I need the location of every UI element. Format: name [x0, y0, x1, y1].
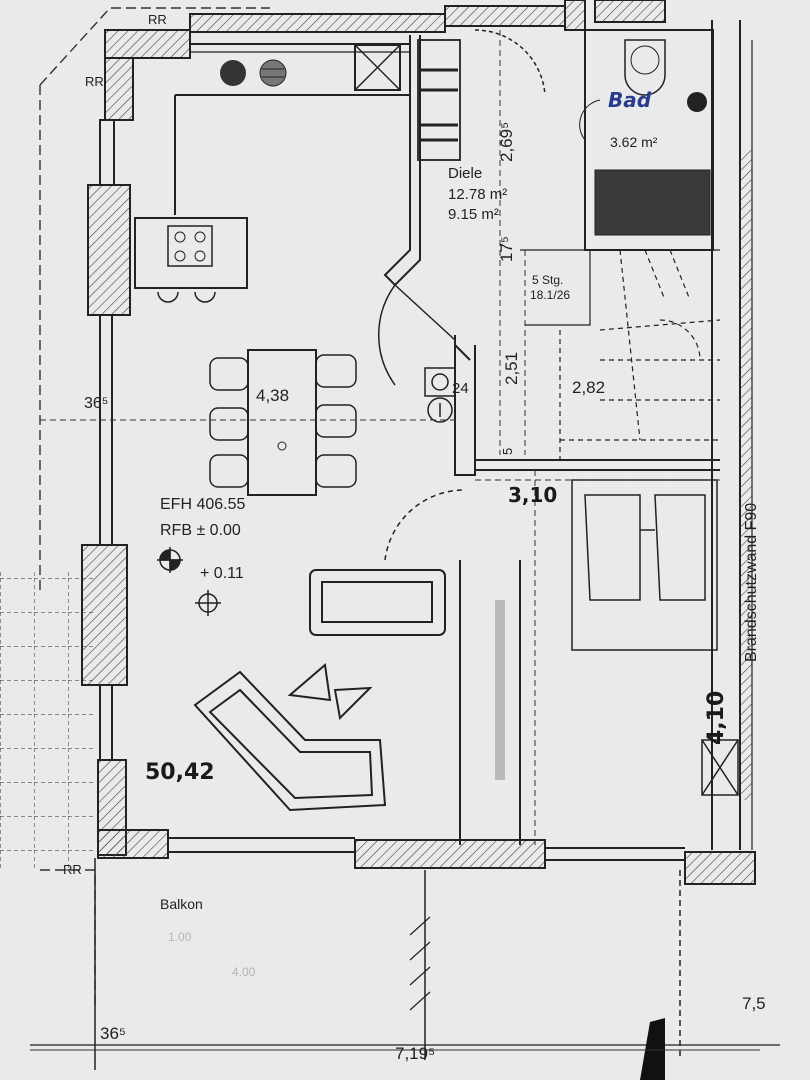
dim-hall-height: 2,51 [502, 351, 521, 385]
hall-cabinet [417, 39, 461, 161]
wall-left [81, 57, 134, 856]
dim-room-width: 3,10 [508, 483, 558, 507]
stairs-steps: 5 Stg. [532, 273, 564, 287]
dim-bottom-right: 7,5 [742, 994, 766, 1013]
dimension-lines [30, 30, 760, 1051]
storage-box [701, 739, 739, 796]
dim-diele-width: 17⁵ [497, 236, 516, 262]
bathroom [579, 29, 714, 251]
roof-outline [39, 7, 270, 590]
room-name-bad: Bad [608, 88, 652, 112]
dim-diele-height: 2,69⁵ [497, 121, 516, 162]
balcony [30, 858, 780, 1080]
dim-wall-bottom-left: 36⁵ [100, 1024, 126, 1043]
door-swings [377, 29, 546, 561]
rr-marker-left: RR [85, 74, 104, 89]
staircase [520, 249, 721, 460]
dim-bottom-width: 7,19⁵ [395, 1044, 436, 1063]
interior-walls [383, 35, 720, 845]
rfb-label: RFB ± 0.00 [160, 522, 241, 539]
dim-table-width: 4,38 [256, 386, 290, 405]
room-area-bad: 3.62 m² [610, 134, 658, 150]
boiler [424, 367, 456, 423]
roof-outline-bottom [40, 869, 96, 1010]
sofa [193, 569, 446, 812]
firewall-label: Brandschutzwand F90 [743, 502, 760, 662]
dim-right-height: 4,10 [704, 690, 729, 745]
room-name-diele: Diele [448, 165, 483, 182]
living-area-handwritten: 50,42 [145, 760, 215, 785]
wall-right-firewall [711, 20, 753, 850]
balkon-faint-b: 4.00 [232, 965, 256, 979]
kitchen [134, 44, 410, 303]
level-markers [157, 547, 221, 616]
stairs-ratio: 18.1/26 [530, 288, 571, 302]
north-arrows [287, 663, 373, 721]
dim-hall-depth: 24 [452, 380, 469, 397]
level-label: + 0.11 [200, 565, 244, 582]
dim-hall-width: 2,82 [572, 378, 606, 397]
dim-wall-left: 36⁵ [84, 395, 109, 412]
room-area-diele-b: 9.15 m² [448, 206, 499, 223]
rr-marker-bottom: RR [63, 862, 82, 877]
balkon-faint-a: 1.00 [168, 930, 192, 944]
efh-label: EFH 406.55 [160, 496, 246, 513]
wall-bottom [97, 829, 756, 885]
dim-hall-small: 5 [500, 447, 515, 455]
rr-marker-top: RR [148, 12, 167, 27]
terrace-tiles [0, 570, 96, 870]
room-area-diele-a: 12.78 m² [448, 186, 508, 203]
dining-table [209, 349, 357, 496]
room-name-balkon: Balkon [160, 896, 203, 912]
storage-smudge [495, 600, 505, 780]
bed [571, 479, 718, 651]
